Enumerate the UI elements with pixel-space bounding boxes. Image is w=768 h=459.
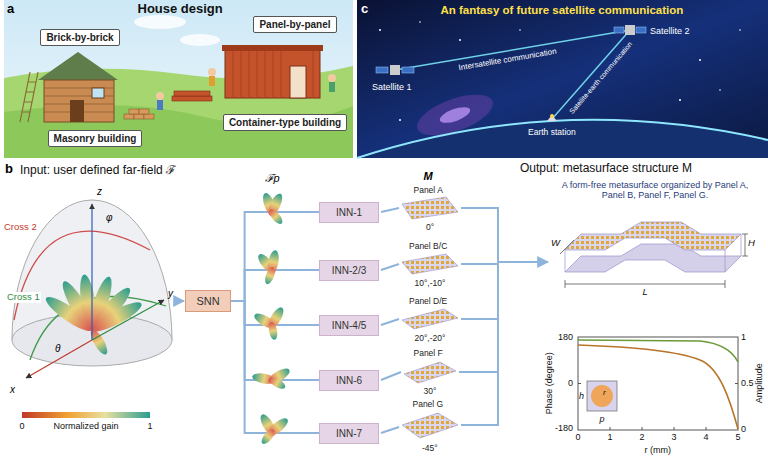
figure-label: x	[10, 384, 15, 396]
figure-label: p	[600, 414, 605, 424]
network-box: SNN	[185, 290, 230, 312]
figure-label: 0	[576, 432, 581, 442]
caption-box: Panel-by-panel	[253, 16, 336, 33]
figure-label: 30°	[424, 387, 437, 397]
figure-label: Input: user defined far-field ℱ	[20, 164, 176, 178]
figure-label: A form-free metasurface organized by Pan…	[555, 180, 755, 201]
node-label: Container-type building	[229, 117, 341, 128]
figure-label: 10°,-10°	[415, 279, 446, 289]
figure-label: Satellite 1	[372, 82, 412, 92]
figure-label: Cross 1	[6, 292, 41, 303]
figure-label: An fantasy of future satellite communica…	[441, 4, 684, 17]
node-label: INN-2/3	[322, 265, 376, 276]
figure-label: θ	[55, 343, 60, 355]
figure-label: h	[579, 391, 584, 401]
figure-label: Earth station	[528, 128, 576, 138]
caption-box: Container-type building	[223, 114, 347, 131]
figure-label: M	[424, 170, 433, 183]
figure-label: 5	[736, 432, 741, 442]
figure-label: a	[7, 2, 14, 17]
figure-label: 180	[558, 332, 573, 342]
network-box: INN-1	[319, 202, 379, 223]
figure-label: y	[168, 288, 173, 300]
figure-label: Panel G	[413, 400, 444, 410]
caption-box: Masonry building	[48, 130, 143, 147]
node-label: Panel-by-panel	[259, 19, 330, 30]
node-label: INN-6	[322, 375, 376, 386]
figure-label: 3	[672, 432, 677, 442]
network-box: INN-2/3	[319, 260, 379, 281]
figure-label: φ	[106, 212, 113, 224]
branch-connector	[231, 270, 319, 301]
figure-label: 0°	[426, 223, 434, 233]
figure-label: H	[748, 238, 755, 249]
figure-label: -45°	[422, 444, 438, 454]
figure-label: c	[361, 2, 368, 17]
node-label: Masonry building	[54, 133, 137, 144]
figure-label: House design	[138, 2, 223, 17]
node-label: Brick-by-brick	[46, 32, 113, 43]
network-box: INN-6	[319, 370, 379, 391]
figure-label: 0	[568, 378, 573, 388]
network-box: INN-7	[319, 423, 379, 444]
figure-label: Phase (degree)	[544, 352, 554, 414]
figure-label: Panel D/E	[409, 297, 447, 307]
branch-connector	[231, 301, 319, 433]
figure-label: ℱp	[265, 172, 280, 185]
figure-label: Amplitude	[754, 363, 764, 403]
figure-label: 0	[741, 424, 746, 434]
caption-box: Brick-by-brick	[40, 29, 119, 46]
figure-label: Cross 2	[4, 222, 37, 233]
figure-label: r (mm)	[645, 445, 672, 455]
figure-label: 0	[20, 421, 25, 431]
figure-label: Normalized gain	[54, 421, 119, 431]
figure-label: b	[5, 162, 13, 177]
figure-label: L	[643, 287, 648, 298]
network-box: INN-4/5	[319, 315, 379, 336]
figure-label: 0.5	[741, 378, 754, 388]
figure-label: 1	[148, 421, 153, 431]
node-label: INN-1	[322, 207, 376, 218]
figure-label: Panel A	[414, 186, 443, 196]
figure-label: W	[551, 238, 560, 249]
figure-label: z	[97, 186, 102, 198]
figure-label: 1	[741, 332, 746, 342]
node-label: SNN	[196, 295, 219, 307]
figure-label: 20°,-20°	[415, 334, 446, 344]
figure-label: Panel F	[414, 349, 443, 359]
figure-label: 1	[608, 432, 613, 442]
figure-label: Satellite 2	[650, 26, 690, 36]
node-label: INN-7	[322, 428, 376, 439]
figure-label: 2	[640, 432, 645, 442]
branch-connector	[231, 212, 319, 301]
node-label: INN-4/5	[322, 320, 376, 331]
figure-label: Panel B/C	[409, 242, 447, 252]
figure-label: r	[603, 388, 606, 397]
figure-label: 4	[704, 432, 709, 442]
figure-label: -180	[555, 423, 573, 433]
figure-label: Output: metasurface structure M	[520, 162, 692, 176]
